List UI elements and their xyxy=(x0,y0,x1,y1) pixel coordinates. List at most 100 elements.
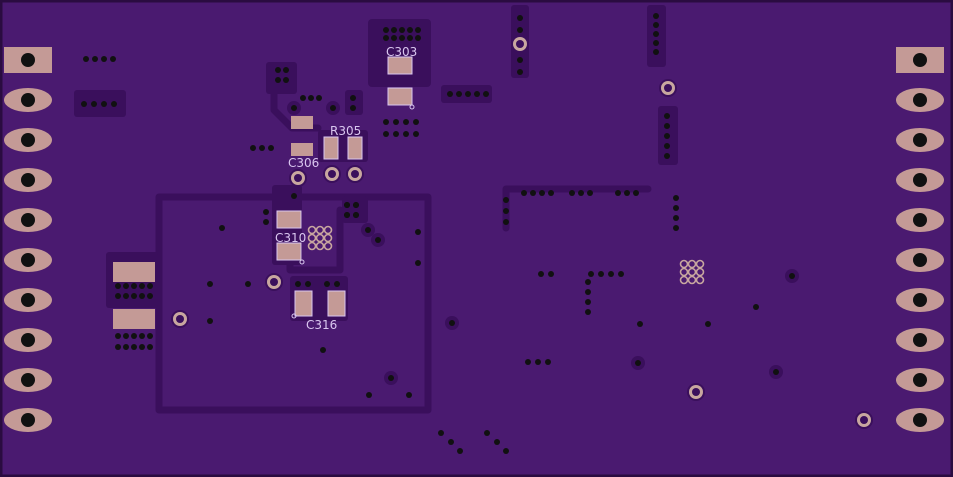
pad-c310-b xyxy=(277,243,301,260)
trace-right-bus xyxy=(502,185,652,232)
drill-dot xyxy=(517,15,523,21)
label-c316: C316 xyxy=(306,318,337,332)
edge-connector-right xyxy=(896,47,944,73)
drill-left-9 xyxy=(21,373,35,387)
test-point xyxy=(315,225,325,235)
test-point xyxy=(687,267,697,277)
drill-dot xyxy=(131,283,137,289)
drill-dot xyxy=(415,260,421,266)
drill-dot xyxy=(393,119,399,125)
drill-dot xyxy=(393,131,399,137)
drill-dot xyxy=(305,281,311,287)
via-hole xyxy=(176,315,184,323)
via-dark-hole xyxy=(375,237,381,243)
test-point xyxy=(679,259,689,269)
pad-c306-a xyxy=(291,116,313,129)
drill-right-1 xyxy=(913,53,927,67)
test-point xyxy=(307,233,317,243)
smd-pads xyxy=(113,57,412,329)
drill-dot xyxy=(517,27,523,33)
drill-dot xyxy=(705,321,711,327)
drill-dot xyxy=(139,293,145,299)
silk-dot-1 xyxy=(409,104,415,110)
drill-right-5 xyxy=(913,213,927,227)
fp-small-3 xyxy=(342,196,368,223)
drill-dot xyxy=(664,113,670,119)
pad-c306-b xyxy=(291,143,313,156)
drill-dot xyxy=(263,219,269,225)
test-point xyxy=(315,241,325,251)
drill-right-10 xyxy=(913,413,927,427)
drill-dot xyxy=(578,190,584,196)
label-c303: C303 xyxy=(386,45,417,59)
via-hole xyxy=(516,40,524,48)
drill-dot xyxy=(83,56,89,62)
drill-dot xyxy=(503,448,509,454)
drill-dot xyxy=(448,439,454,445)
drill-dot xyxy=(415,35,421,41)
drill-dot xyxy=(123,344,129,350)
drill-dot xyxy=(291,193,297,199)
drill-dot xyxy=(139,333,145,339)
fp-small-4 xyxy=(345,90,363,115)
drill-dot xyxy=(456,91,462,97)
drill-dot xyxy=(334,281,340,287)
drill-dot xyxy=(664,123,670,129)
drill-dot xyxy=(350,105,356,111)
silk-c316-a xyxy=(294,290,313,317)
label-c306: C306 xyxy=(288,156,319,170)
via-dark-hole xyxy=(449,320,455,326)
drill-right-9 xyxy=(913,373,927,387)
drill-dot xyxy=(399,35,405,41)
silk-outlines xyxy=(276,56,415,319)
drill-dot xyxy=(131,333,137,339)
test-point xyxy=(307,225,317,235)
drill-dot xyxy=(664,133,670,139)
drill-dot xyxy=(407,35,413,41)
silk-r305-b xyxy=(347,136,363,160)
drill-left-10 xyxy=(21,413,35,427)
drill-dot xyxy=(673,195,679,201)
via-hole xyxy=(294,174,302,182)
drill-dot xyxy=(324,281,330,287)
pad-c303-a xyxy=(388,57,412,74)
drill-dot xyxy=(587,190,593,196)
drill-dot xyxy=(101,56,107,62)
test-point xyxy=(695,259,705,269)
via-hole xyxy=(860,416,868,424)
via-hole xyxy=(328,170,336,178)
drill-dot xyxy=(415,229,421,235)
drill-dot xyxy=(415,27,421,33)
silk-dot-3 xyxy=(291,313,297,319)
drill-right-3 xyxy=(913,133,927,147)
drill-dot xyxy=(283,77,289,83)
drill-dot xyxy=(344,202,350,208)
drill-right-7 xyxy=(913,293,927,307)
drill-dot xyxy=(399,27,405,33)
pad-c316-b xyxy=(328,291,345,316)
silk-c303-b xyxy=(387,87,413,106)
drill-right-2 xyxy=(913,93,927,107)
drill-dot xyxy=(295,281,301,287)
drill-dot xyxy=(115,283,121,289)
drill-dot xyxy=(608,271,614,277)
drill-dot xyxy=(407,27,413,33)
drill-dot xyxy=(494,439,500,445)
drill-dot xyxy=(585,309,591,315)
drill-left-1 xyxy=(21,53,35,67)
drill-right-6 xyxy=(913,253,927,267)
drill-left-8 xyxy=(21,333,35,347)
test-point xyxy=(315,233,325,243)
drill-dot xyxy=(517,69,523,75)
via-dark-hole xyxy=(789,273,795,279)
drill-dot xyxy=(115,333,121,339)
drill-dot xyxy=(275,67,281,73)
drill-dot xyxy=(275,77,281,83)
drill-dot xyxy=(598,271,604,277)
drill-dot xyxy=(637,321,643,327)
drill-left-4 xyxy=(21,173,35,187)
pad-c316-a xyxy=(295,291,312,316)
label-r305: R305 xyxy=(330,124,361,138)
drill-dot xyxy=(91,101,97,107)
